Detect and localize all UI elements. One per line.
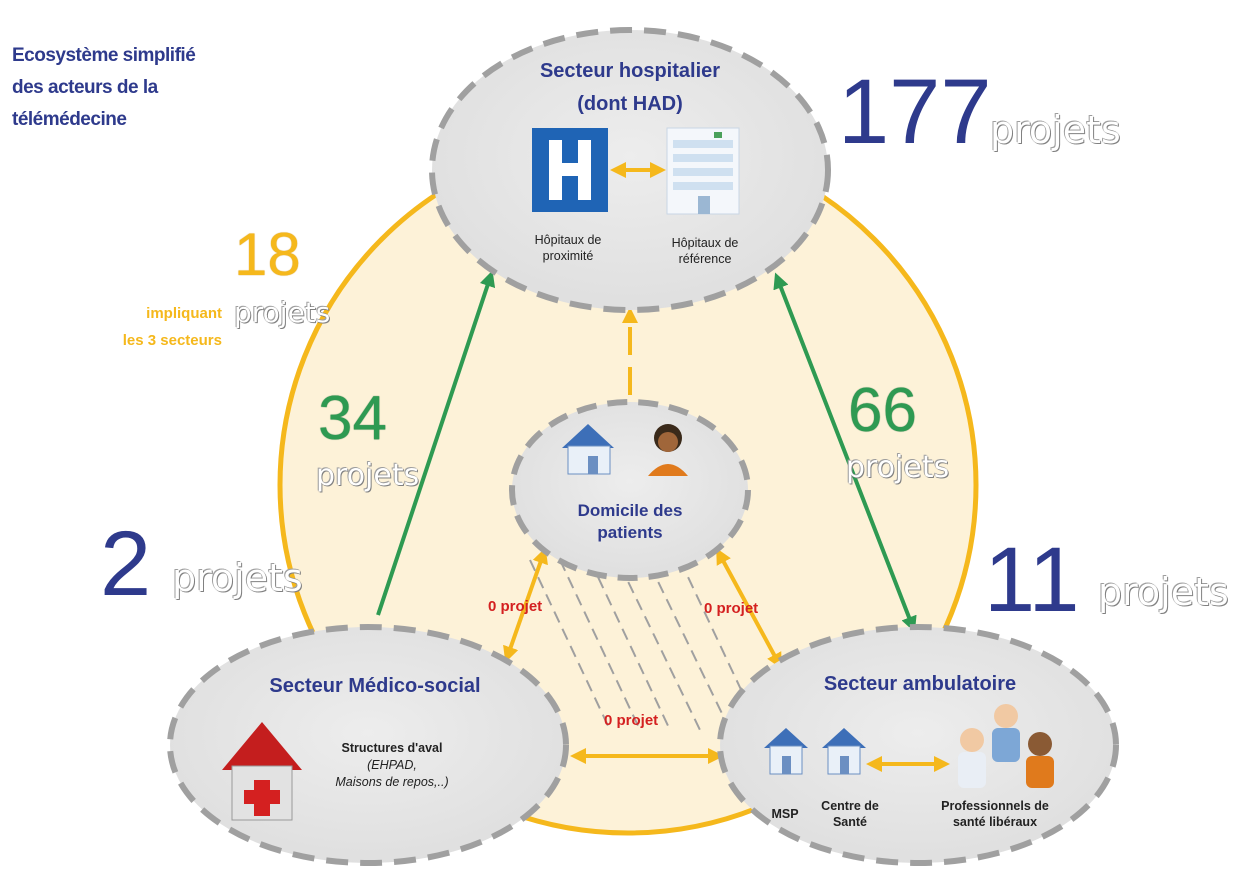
reference-hospital-building-icon	[666, 127, 740, 215]
domicile-ambulatoire-arrow	[716, 547, 782, 670]
hospital-h-icon	[532, 128, 608, 212]
domicile-label: Domicile des patients	[577, 501, 683, 542]
medico-hospital-arrow	[376, 270, 496, 616]
zero-project-label-right: 0 projet	[704, 600, 759, 617]
diagram-title: Ecosystème simplifié des acteurs de la t…	[12, 40, 252, 136]
medico-social-title: Secteur Médico-social	[269, 675, 481, 697]
zero-project-label-left: 0 projet	[488, 598, 543, 615]
medico-project-word: projets	[172, 556, 303, 600]
hospital-project-count: 177	[838, 61, 992, 163]
title-line: télémédecine	[12, 109, 127, 130]
three-sector-project-count: 18	[234, 221, 301, 288]
ambulatoire-hospital-arrow	[773, 272, 917, 633]
msp-house-icon	[764, 728, 808, 775]
title-line: Ecosystème simplifié	[12, 45, 196, 66]
domicile-medico-arrow	[503, 547, 548, 663]
home-icon	[562, 424, 614, 475]
ambulatoire-title: Secteur ambulatoire	[823, 673, 1017, 695]
health-centre-house-icon	[822, 728, 866, 775]
medico-hospital-project-word: projets	[316, 458, 420, 493]
domicile-bubble	[509, 399, 751, 581]
liberal-professionals-label: Professionnels de santé libéraux	[941, 799, 1049, 829]
ambulatoire-hospital-project-word: projets	[846, 450, 950, 485]
health-centre-label: Centre de Santé	[821, 799, 879, 829]
proximity-hospitals-label: Hôpitaux de proximité	[534, 233, 602, 263]
title-line: des acteurs de la	[12, 77, 158, 98]
health-professionals-icon	[958, 704, 1054, 788]
reference-hospitals-label: Hôpitaux de référence	[671, 236, 739, 266]
medico-hospital-project-count: 34	[318, 384, 387, 453]
msp-label: MSP	[771, 807, 799, 821]
three-sector-project-word: projets	[234, 296, 331, 329]
ambulatoire-bubble	[717, 624, 1119, 866]
ambulatoire-hospital-project-count: 66	[848, 376, 917, 445]
patient-icon	[648, 424, 688, 476]
aval-structures-label: Structures d'aval (EHPAD, Maisons de rep…	[335, 741, 449, 789]
ambulatoire-project-word: projets	[1098, 570, 1229, 614]
medico-project-count: 2	[100, 513, 152, 615]
hospital-sector-title: Secteur hospitalier (dont HAD)	[539, 60, 721, 115]
zero-project-label-bottom: 0 projet	[604, 712, 659, 729]
medical-house-icon	[222, 722, 302, 821]
hospital-project-word: projets	[990, 108, 1121, 152]
three-sector-note: impliquant les 3 secteurs	[122, 305, 222, 349]
ambulatoire-project-count: 11	[984, 529, 1080, 631]
